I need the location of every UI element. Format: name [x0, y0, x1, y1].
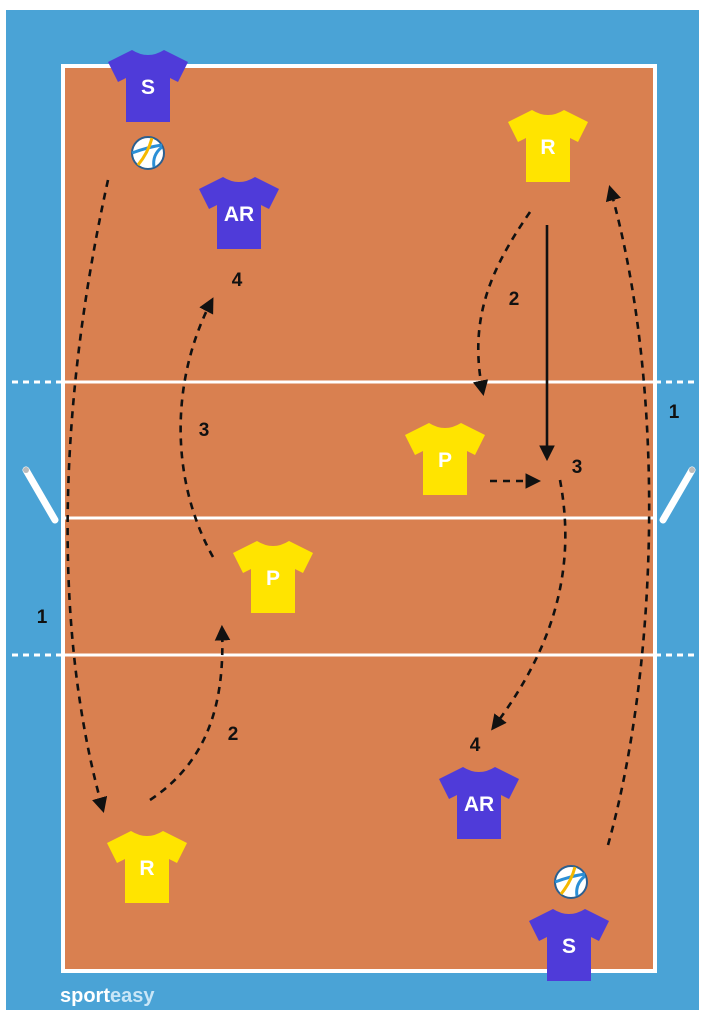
svg-text:P: P: [266, 567, 280, 590]
arrow-left-1: [66, 179, 110, 814]
brand-logo: sporteasy: [60, 985, 155, 1007]
step-label-right-3: 3: [572, 457, 583, 478]
player-yellow-r-bottom: R: [107, 831, 187, 903]
step-label-left-1: 1: [37, 607, 48, 628]
player-blue-s-top: S: [108, 50, 188, 122]
net-post-right: [659, 466, 696, 524]
svg-text:S: S: [562, 935, 576, 958]
step-label-right-1: 1: [669, 402, 680, 423]
player-blue-s-bottom: S: [529, 909, 609, 981]
step-label-right-2: 2: [509, 289, 520, 310]
svg-text:P: P: [438, 449, 452, 472]
svg-text:R: R: [139, 857, 154, 880]
volleyball-icon: [553, 864, 589, 900]
player-yellow-p-left: P: [233, 541, 313, 613]
svg-text:AR: AR: [464, 793, 494, 816]
step-label-right-4: 4: [470, 735, 481, 756]
player-blue-ar-bottom: AR: [439, 767, 519, 839]
player-blue-ar-top: AR: [199, 177, 279, 249]
arrow-left-2: [149, 624, 231, 802]
net-post-left: [22, 466, 59, 524]
step-label-left-4: 4: [232, 270, 243, 291]
arrow-left-3: [179, 297, 215, 558]
svg-text:AR: AR: [224, 203, 254, 226]
svg-text:R: R: [540, 136, 555, 159]
svg-text:S: S: [141, 76, 155, 99]
arrow-right-4: [491, 479, 567, 731]
arrow-right-2: [472, 211, 532, 397]
step-label-left-2: 2: [228, 724, 239, 745]
player-yellow-r-top: R: [508, 110, 588, 182]
arrow-group: [66, 179, 651, 846]
player-yellow-p-mid: P: [405, 423, 485, 495]
step-label-left-3: 3: [199, 420, 210, 441]
arrow-right-1: [605, 185, 651, 846]
volleyball-icon: [130, 135, 166, 171]
